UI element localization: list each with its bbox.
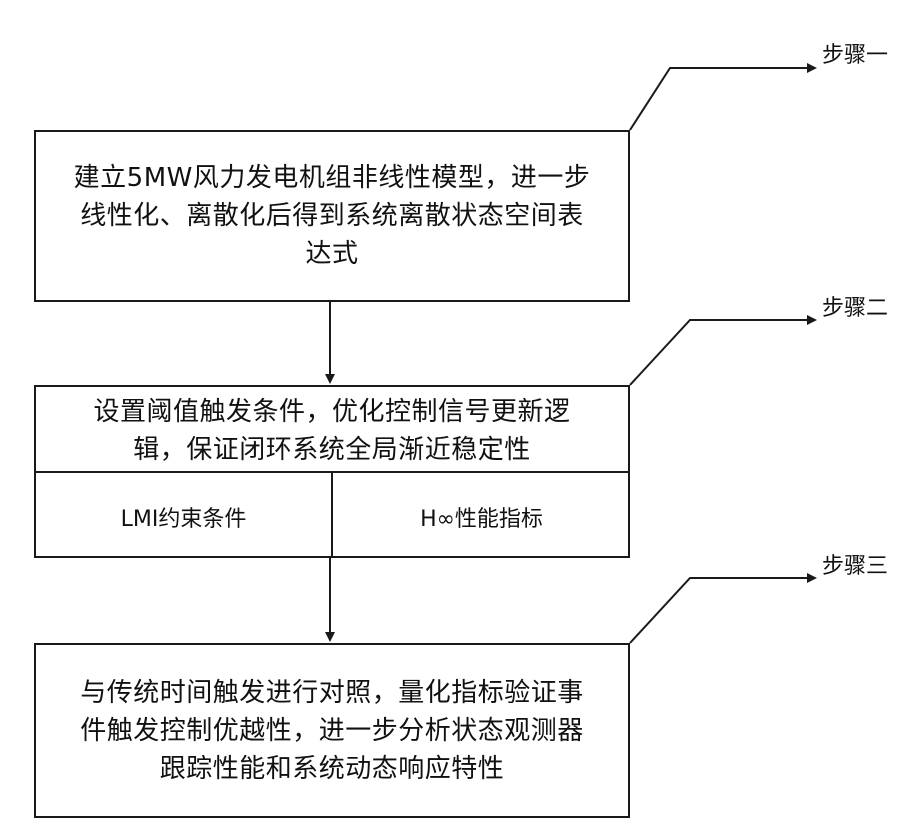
step-one-text-line: 建立5MW风力发电机组非线性模型，进一步 [36,159,628,197]
step-two-label: 步骤二 [822,296,888,322]
step-one-text-line: 线性化、离散化后得到系统离散状态空间表 [36,197,628,235]
step-two-text: 设置阈值触发条件，优化控制信号更新逻 辑，保证闭环系统全局渐近稳定性 [36,393,628,469]
step-three-text-line: 件触发控制优越性，进一步分析状态观测器 [36,712,628,750]
step-three-leader-line [630,578,815,643]
step-two-text-line: 辑，保证闭环系统全局渐近稳定性 [36,431,628,469]
step-two-box: 设置阈值触发条件，优化控制信号更新逻 辑，保证闭环系统全局渐近稳定性 LMI约束… [34,385,630,558]
step-three-label: 步骤三 [822,554,888,580]
step-one-box: 建立5MW风力发电机组非线性模型，进一步 线性化、离散化后得到系统离散状态空间表… [34,130,630,302]
step-three-text-line: 与传统时间触发进行对照，量化指标验证事 [36,674,628,712]
step-one-text: 建立5MW风力发电机组非线性模型，进一步 线性化、离散化后得到系统离散状态空间表… [36,159,628,273]
step-one-label: 步骤一 [822,43,888,69]
lmi-constraint-label: LMI约束条件 [36,501,331,533]
step-three-text: 与传统时间触发进行对照，量化指标验证事 件触发控制优越性，进一步分析状态观测器 … [36,674,628,788]
step-one-leader-line [630,68,815,130]
step-one-text-line: 达式 [36,235,628,273]
h-infinity-performance-label: H∞性能指标 [333,501,630,533]
step-three-box: 与传统时间触发进行对照，量化指标验证事 件触发控制优越性，进一步分析状态观测器 … [34,643,630,818]
step-two-text-line: 设置阈值触发条件，优化控制信号更新逻 [36,393,628,431]
step-two-leader-line [630,320,815,385]
step-three-text-line: 跟踪性能和系统动态响应特性 [36,750,628,788]
